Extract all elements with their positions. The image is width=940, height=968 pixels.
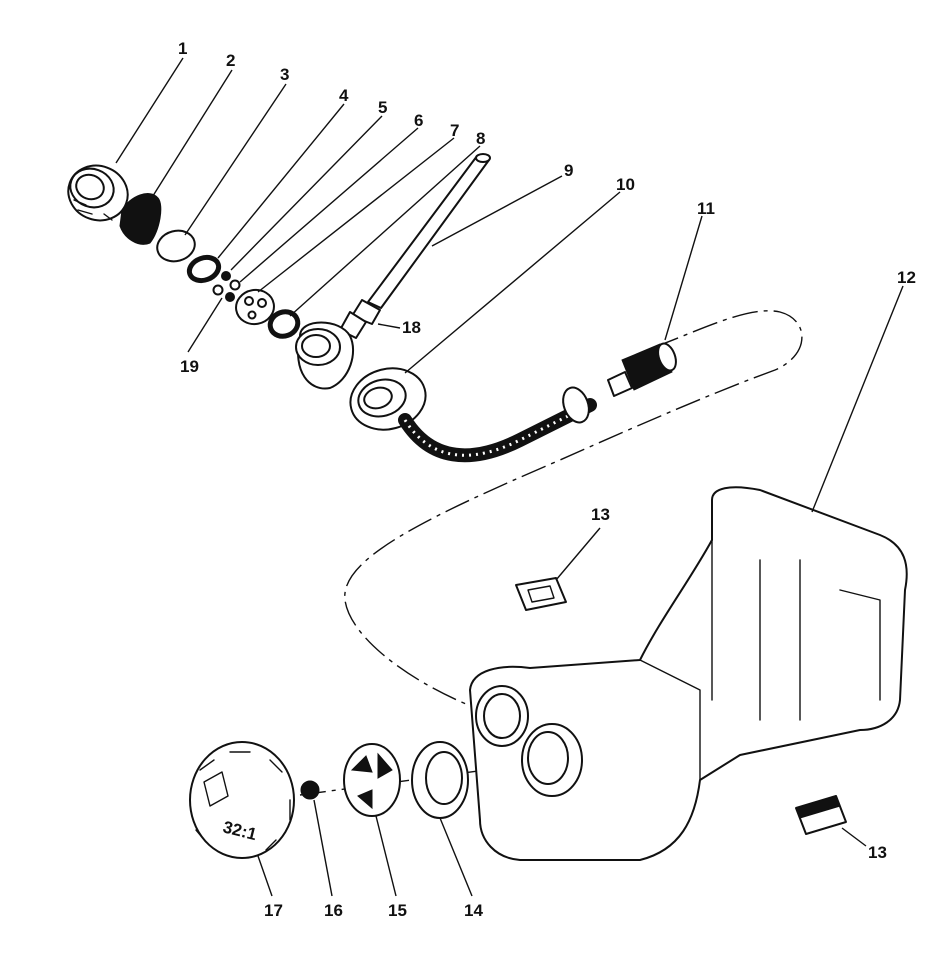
callout-2: 2 (226, 51, 235, 70)
callout-3: 3 (280, 65, 289, 84)
callout-17: 17 (264, 901, 283, 920)
callout-13-lower: 13 (868, 843, 887, 862)
part-9-pipe (367, 153, 491, 309)
part-5-ball (221, 271, 231, 281)
callout-11: 11 (697, 199, 715, 218)
callout-4: 4 (339, 86, 349, 105)
part-13-mount-lower (795, 795, 847, 835)
callout-19: 19 (180, 357, 199, 376)
part-17-fuel-cap: 32:1 (189, 741, 295, 859)
part-19-ball (212, 284, 235, 302)
callout-8: 8 (476, 129, 485, 148)
callout-6: 6 (414, 111, 423, 130)
callout-16: 16 (324, 901, 343, 920)
assembly-path-line (344, 310, 803, 716)
callout-18: 18 (402, 318, 421, 337)
part-15-strainer (343, 743, 401, 817)
part-7-valve (235, 288, 275, 326)
callout-10: 10 (616, 175, 635, 194)
part-8-clip (267, 309, 301, 339)
part-3-disc (156, 229, 196, 263)
part-4-clip (186, 254, 222, 284)
part-11-fuel-filter (607, 342, 677, 397)
part-1-nut (67, 164, 129, 222)
callout-13-upper: 13 (591, 505, 610, 524)
callout-1: 1 (178, 39, 187, 58)
fuel-hose (398, 386, 597, 463)
callout-12: 12 (897, 268, 916, 287)
callout-9: 9 (564, 161, 573, 180)
leader-lines (115, 57, 904, 897)
callout-5: 5 (378, 98, 387, 117)
part-6-ring (229, 279, 241, 291)
part-13-mount-upper (515, 577, 567, 611)
callout-numbers: 1 2 3 4 5 6 7 8 9 10 11 12 13 13 14 15 1… (178, 39, 916, 920)
callout-14: 14 (464, 901, 483, 920)
part-10-grommet (349, 367, 427, 431)
part-12-fuel-tank (469, 486, 908, 861)
pump-body (295, 321, 355, 390)
part-2-cone (119, 193, 162, 245)
part-16-vent-valve (300, 780, 320, 800)
callout-7: 7 (450, 121, 459, 140)
part-14-filler-neck (411, 741, 469, 819)
callout-15: 15 (388, 901, 407, 920)
